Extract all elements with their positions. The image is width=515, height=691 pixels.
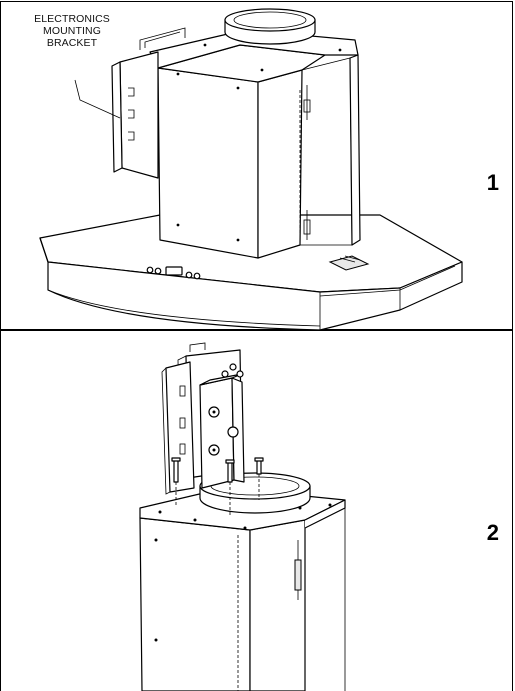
electronics-bracket-callout: ELECTRONICS MOUNTING BRACKET	[20, 13, 124, 49]
chimney-top-drawing	[139, 472, 346, 691]
step-2-number: 2	[486, 520, 499, 545]
chimney-drawing	[149, 8, 361, 259]
electronics-bracket-drawing	[74, 27, 186, 179]
bracket-with-electronics-drawing	[161, 342, 264, 515]
callout-line-1: ELECTRONICS	[34, 13, 110, 25]
callout-line-2: MOUNTING	[43, 25, 101, 37]
step-1-number: 1	[486, 170, 499, 195]
callout-line-3: BRACKET	[46, 37, 98, 49]
